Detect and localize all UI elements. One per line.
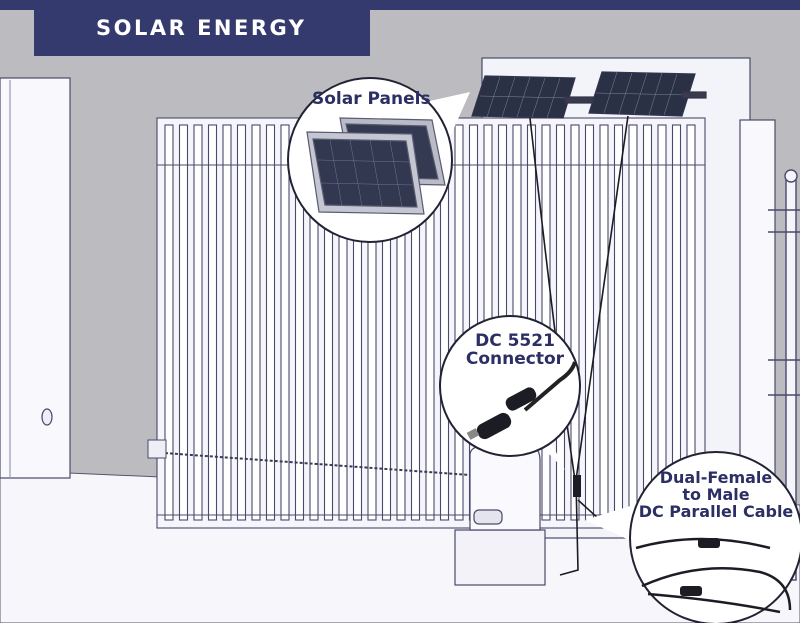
gate-slat	[280, 124, 290, 521]
cable-line1: Dual-Female	[659, 468, 773, 487]
top-bar	[0, 0, 800, 10]
parallel-cable-label: Dual-Female to Male DC Parallel Cable	[630, 468, 800, 521]
banner-title: SOLAR ENERGY	[96, 16, 307, 40]
gate-slat	[555, 124, 566, 521]
gate-slat	[178, 124, 189, 521]
drive-chain	[149, 451, 471, 476]
solar-panels-label: Solar Panels	[312, 89, 431, 109]
y-splitter	[573, 475, 581, 497]
dc-connector-label: DC 5521 Connector	[455, 331, 575, 369]
gate-slat	[584, 124, 595, 521]
dc-connector-line1: DC 5521	[475, 331, 555, 351]
callout-solar-panels	[287, 77, 470, 243]
gate-slat	[599, 124, 609, 521]
sliding-gate	[156, 117, 706, 529]
gate-slat	[265, 124, 276, 521]
left-pillar	[0, 77, 71, 479]
gate-slat	[251, 124, 261, 521]
gate-slat	[642, 124, 653, 521]
gate-slat	[222, 124, 232, 521]
callout-dc-connector	[439, 315, 581, 470]
gate-slat	[541, 124, 551, 521]
dc-connector-line2: Connector	[465, 348, 565, 369]
gate-slat	[657, 124, 667, 521]
gate-slat	[570, 124, 580, 521]
gate-opener-icon	[454, 444, 546, 586]
callout-parallel-cable	[585, 451, 800, 623]
solar-panels-text: Solar Panels	[312, 89, 431, 109]
gate-slat	[193, 124, 203, 521]
solar-panel-icon	[471, 71, 707, 119]
gate-slat	[628, 124, 638, 521]
cable-line3: DC Parallel Cable	[638, 501, 794, 521]
dc-connector-icon	[466, 361, 577, 440]
gate-slat	[236, 124, 247, 521]
gate-slat	[207, 124, 218, 521]
chain-bracket	[147, 439, 167, 459]
title-banner: SOLAR ENERGY	[34, 0, 370, 56]
gate-slat	[454, 124, 464, 521]
cable-line2: to Male	[682, 484, 750, 504]
gate-slat	[164, 124, 174, 521]
